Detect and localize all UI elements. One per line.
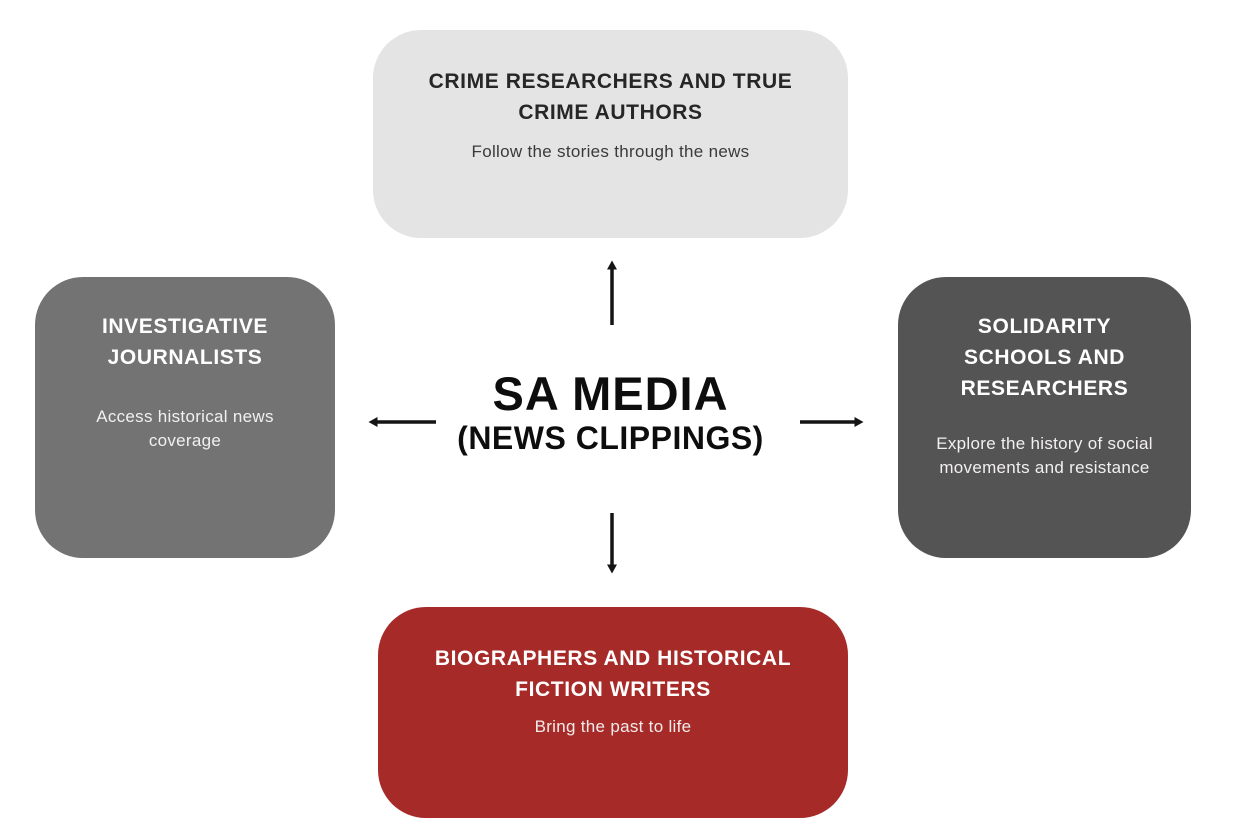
node-solidarity-schools: SOLIDARITY SCHOOLS AND RESEARCHERS Explo… [898,277,1191,558]
node-crime-researchers: CRIME RESEARCHERS AND TRUE CRIME AUTHORS… [373,30,848,238]
node-biographers: BIOGRAPHERS AND HISTORICAL FICTION WRITE… [378,607,848,818]
node-description: Explore the history of social movements … [936,434,1153,477]
center-title-sub: (NEWS CLIPPINGS) [457,420,764,456]
center-title-main: SA MEDIA [492,367,729,420]
node-title: INVESTIGATIVE JOURNALISTS [101,315,269,369]
diagram-center-title: SA MEDIA (NEWS CLIPPINGS) [373,367,848,457]
node-title: BIOGRAPHERS AND HISTORICAL FICTION WRITE… [434,647,792,701]
node-title: CRIME RESEARCHERS AND TRUE CRIME AUTHORS [428,70,793,124]
node-description: Access historical news coverage [96,407,274,450]
node-description: Follow the stories through the news [471,142,750,161]
node-investigative-journalists: INVESTIGATIVE JOURNALISTS Access histori… [35,277,335,558]
node-description: Bring the past to life [534,717,692,736]
node-title: SOLIDARITY SCHOOLS AND RESEARCHERS [960,315,1129,400]
